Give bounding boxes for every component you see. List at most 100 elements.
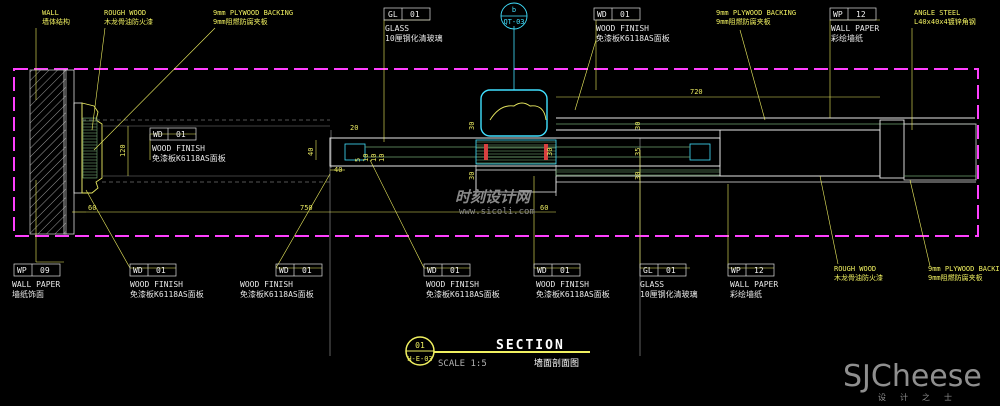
bottom-tag-6: WP 12 WALL PAPER 彩绘墙纸	[727, 263, 778, 299]
watermark-cn: 时刻设计网	[455, 188, 533, 206]
panel-lines	[82, 119, 330, 183]
title-text: SECTION	[496, 338, 565, 353]
note-plywood-right-cn: 9mm阻燃防腐夹板	[716, 17, 771, 26]
bottom-tag-6-cn: 彩绘墙纸	[730, 289, 762, 299]
tag-glass-top: GL 01	[383, 7, 431, 21]
bottom-tag-4-num: 01	[560, 266, 570, 275]
note-roughwood-bottom-en: ROUGH WOOD	[834, 265, 876, 273]
bottom-tag-6-num: 12	[754, 266, 764, 275]
bottom-tag-0-num: 09	[40, 266, 50, 275]
bottom-tag-4-en: WOOD FINISH	[536, 280, 589, 289]
dim-30-a: 30	[468, 122, 476, 130]
tag-wood-top-code: WD	[597, 10, 607, 19]
bottom-tag-0-cn: 墙纸饰面	[12, 289, 44, 299]
bottom-tag-5-en: GLASS	[640, 280, 664, 289]
dim-60-left: 60	[88, 204, 96, 212]
dim-30-b: 30	[468, 172, 476, 180]
logo-name: SJCheese	[843, 359, 982, 394]
watermark-url: www.sicoli.com	[459, 207, 535, 217]
title-subtitle: 墙面剖面图	[534, 357, 579, 369]
tag-wallpaper-top: WP 12	[829, 7, 877, 21]
dim-10-c: 10	[378, 154, 386, 162]
bottom-tag-2-num: 01	[302, 266, 312, 275]
tag-glass-top-code: GL	[388, 10, 398, 19]
note-wood-mid-en: WOOD FINISH	[152, 144, 205, 153]
dimension-lines	[72, 96, 880, 213]
bottom-tag-1-num: 01	[156, 266, 166, 275]
bottom-tag-0-en: WALL PAPER	[12, 280, 60, 289]
brand-logo: SJCheese 设计之士	[843, 359, 982, 402]
tag-wood-mid: WD 01	[149, 127, 197, 141]
detail-bubble-ref: QT-03	[503, 18, 524, 26]
dim-120: 120	[119, 144, 127, 157]
title-block: 01 H-E-03 SECTION SCALE 1:5 墙面剖面图	[405, 336, 590, 369]
tag-wood-mid-num: 01	[176, 130, 186, 139]
dim-20: 20	[350, 124, 358, 132]
tag-wood-mid-code: WD	[153, 130, 163, 139]
wall-hatch	[29, 69, 67, 235]
note-wood-mid-cn: 免漆板K6118AS面板	[152, 153, 226, 163]
title-num: 01	[415, 341, 425, 350]
title-scale: SCALE 1:5	[438, 359, 487, 369]
dim-720: 720	[690, 88, 703, 96]
bottom-tag-1-code: WD	[133, 266, 143, 275]
detail-callout-b: b QT-03	[480, 2, 548, 137]
dim-40-horizontal: 40	[334, 166, 342, 174]
detail-bubble-letter: b	[512, 6, 516, 14]
bottom-tag-2: WD 01 WOOD FINISH 免漆板K6118AS面板	[240, 263, 323, 299]
dim-10-b: 10	[370, 154, 378, 162]
bottom-tag-6-code: WP	[731, 266, 741, 275]
note-wallpaper-top-cn: 彩绘墙纸	[831, 33, 863, 43]
bottom-tag-1-en: WOOD FINISH	[130, 280, 183, 289]
dim-30-d: 30	[634, 172, 642, 180]
note-wood-top-cn: 免漆板K6118AS面板	[596, 33, 670, 43]
note-roughwood-cn: 木龙骨油防火漆	[104, 17, 153, 26]
note-glass-top-en: GLASS	[385, 24, 409, 33]
bottom-tag-1-cn: 免漆板K6118AS面板	[130, 289, 204, 299]
tag-wood-top: WD 01	[593, 7, 641, 21]
note-wall-cn: 墙体结构	[42, 17, 70, 26]
dim-5: 5	[354, 158, 362, 162]
tag-wallpaper-top-num: 12	[856, 10, 866, 19]
note-plywood-left-en: 9mm PLYWOOD BACKING	[213, 9, 293, 17]
bottom-tag-4-cn: 免漆板K6118AS面板	[536, 289, 610, 299]
right-assembly	[556, 117, 977, 183]
note-plywood-left-cn: 9mm阻燃防腐夹板	[213, 17, 268, 26]
title-ref: H-E-03	[407, 355, 432, 363]
note-wood-top-en: WOOD FINISH	[596, 24, 649, 33]
bottom-tag-3-en: WOOD FINISH	[426, 280, 479, 289]
note-glass-top-cn: 10厘钢化清玻璃	[385, 33, 443, 43]
bottom-tag-5-code: GL	[643, 266, 653, 275]
tag-wallpaper-top-code: WP	[833, 10, 843, 19]
bottom-tag-4-code: WD	[537, 266, 547, 275]
note-roughwood-en: ROUGH WOOD	[104, 9, 146, 17]
bottom-tag-2-code: WD	[279, 266, 289, 275]
left-molding	[73, 102, 103, 194]
note-plywood-right-en: 9mm PLYWOOD BACKING	[716, 9, 796, 17]
section-boundary	[13, 68, 979, 237]
dim-35: 35	[634, 148, 642, 156]
note-anglesteel-en: ANGLE STEEL	[914, 9, 960, 17]
bottom-tag-6-en: WALL PAPER	[730, 280, 778, 289]
logo-sub: 设计之士	[878, 392, 966, 402]
note-wallpaper-top-en: WALL PAPER	[831, 24, 879, 33]
bottom-tag-5-cn: 10厘钢化清玻璃	[640, 289, 698, 299]
bottom-tag-1: WD 01 WOOD FINISH 免漆板K6118AS面板	[129, 263, 204, 299]
dim-40-vertical: 40	[307, 148, 315, 156]
tag-wood-top-num: 01	[620, 10, 630, 19]
leader-lines	[35, 19, 931, 269]
bottom-tag-3: WD 01 WOOD FINISH 免漆板K6118AS面板	[423, 263, 500, 299]
bottom-tag-5: GL 01 GLASS 10厘钢化清玻璃	[639, 263, 698, 299]
dim-30-c: 30	[634, 122, 642, 130]
bottom-tag-4: WD 01 WOOD FINISH 免漆板K6118AS面板	[533, 263, 610, 299]
note-plywood-bottom-en: 9mm PLYWOOD BACKING	[928, 265, 1000, 273]
bottom-tag-2-en: WOOD FINISH	[240, 280, 293, 289]
bottom-tag-5-num: 01	[666, 266, 676, 275]
bottom-tag-0: WP 09 WALL PAPER 墙纸饰面	[12, 263, 61, 299]
note-anglesteel-cn: L40x40x4镀锌角钢	[914, 17, 976, 26]
watermark: 时刻设计网 www.sicoli.com	[455, 188, 535, 217]
dim-750: 750	[300, 204, 313, 212]
bottom-tag-3-cn: 免漆板K6118AS面板	[426, 289, 500, 299]
bottom-tag-2-cn: 免漆板K6118AS面板	[240, 289, 314, 299]
